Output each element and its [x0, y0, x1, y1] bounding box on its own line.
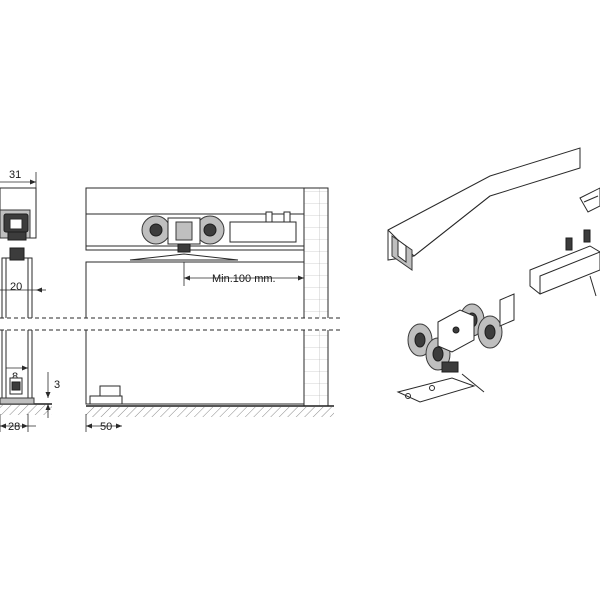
dimension-label-8: 8	[12, 371, 18, 383]
floor-guide	[89, 385, 123, 405]
front-elevation-view: Min.100 mm. 50	[85, 187, 334, 433]
door-panel	[85, 261, 305, 405]
dimension-label-31: 31	[9, 169, 21, 181]
dimension-min-clearance: Min.100 mm.	[183, 262, 304, 286]
dimension-width-top: 31	[0, 169, 37, 188]
floor-left	[0, 397, 52, 415]
dimension-label-min-clearance: Min.100 mm.	[212, 273, 276, 285]
dimension-label-50: 50	[100, 421, 112, 433]
floor-middle	[86, 405, 334, 417]
rail-3d	[387, 147, 581, 271]
door-stop-3d	[529, 229, 600, 297]
rail-profile	[0, 187, 37, 241]
wall-tiles	[303, 187, 329, 407]
dimension-label-28: 28	[8, 421, 20, 433]
side-section-view: 31 20 8	[0, 169, 60, 433]
dimension-label-3: 3	[54, 379, 60, 391]
dimension-label-20: 20	[10, 281, 22, 293]
top-fitting-3d	[579, 187, 600, 213]
trolley-3d	[396, 293, 515, 403]
break-band	[0, 318, 340, 330]
dimension-height-3: 3	[45, 372, 60, 418]
trolley-assembly	[129, 211, 297, 261]
dimension-guide-offset: 50	[85, 414, 122, 433]
dimension-width-bottom: 28	[0, 414, 36, 433]
